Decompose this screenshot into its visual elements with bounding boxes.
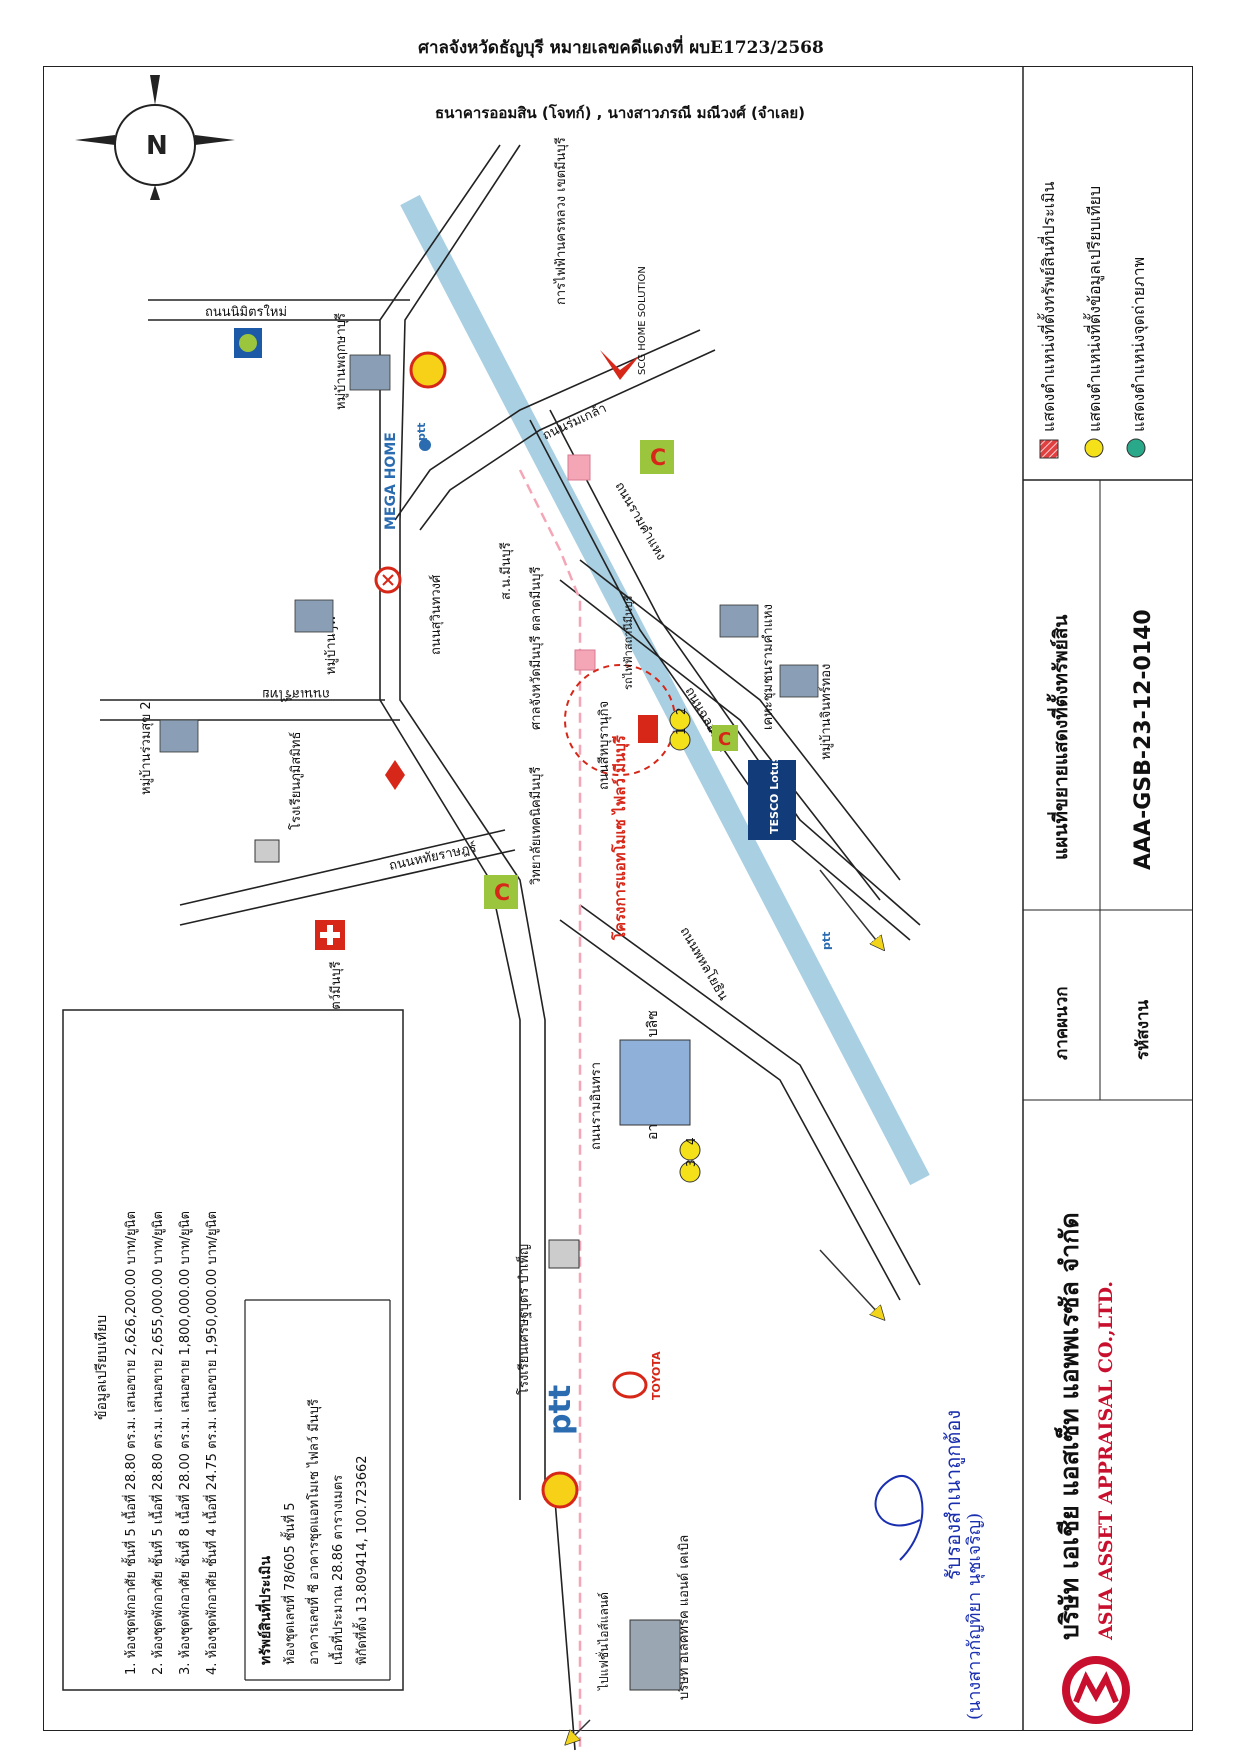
mitsubishi-logo-icon	[385, 760, 405, 790]
signer-name: (นางสาวกัญทิยา นุชเจริญ)	[964, 1513, 985, 1720]
school-icon	[254, 839, 580, 1269]
parties-line: ธนาคารออมสิน (โจทก์) , นางสาวภรณี มณีวงศ…	[435, 103, 805, 122]
label-school-phumi: โรงเรียนภูมิสมิทธ์	[288, 732, 304, 830]
info-box: ข้อมูลเปรียบเทียบ 1. ห้องชุดพักอาศัย ชั้…	[62, 1009, 404, 1691]
station-marker-2	[574, 649, 596, 671]
subject-marker-icon	[638, 715, 658, 743]
certified-text: รับรองสำเนาถูกต้อง	[941, 1410, 966, 1580]
subject-line-3: เนื้อที่ประมาณ 28.86 ตารางเมตร	[328, 1475, 346, 1665]
brand-mega-text: MEGA HOME	[383, 432, 399, 530]
comp-number-markers: 3 4	[679, 1137, 701, 1183]
label-village-suwan: หมู่บ้านจินทร์ทอง	[818, 664, 834, 760]
train-pink-line	[518, 469, 582, 1750]
label-village-chuan: เคหะชุมชนรามคำแหง	[761, 604, 776, 730]
building-icon	[619, 1039, 691, 1691]
road-label-ramintra: ถนนรามอินทรา	[589, 1062, 604, 1150]
svg-text:C: C	[718, 729, 731, 750]
road-label-purple: ถนนพหลโยธิน	[677, 924, 732, 1003]
label-project-name: โครงการแอทโมเซ ไฟลว์ มีนบุรี	[610, 734, 630, 941]
mega-home-icon: MEGA HOME	[383, 432, 399, 530]
label-village-pruksa: หมู่บ้านพฤกษาบุรี	[333, 313, 349, 410]
svg-text:4: 4	[684, 1137, 698, 1145]
code-label: รหัสงาน	[1133, 999, 1153, 1060]
svg-text:2: 2	[674, 707, 688, 715]
label-school-setthabut: โรงเรียนเศรษฐบุตร บำเพ็ญ	[514, 1244, 532, 1395]
company-logo-icon	[1062, 1656, 1130, 1724]
map-frame	[43, 66, 1193, 1731]
legend-comparison-label: แสดงตำแหน่งที่ตั้งข้อมูลเปรียบเทียบ	[1083, 186, 1105, 432]
company-name-en: ASIA ASSET APPRAISAL CO.,LTD.	[1095, 1281, 1117, 1641]
shell-logo-icon-2	[541, 1471, 579, 1509]
road-label-si-burapha: ถนนสีหบุรานุกิจ	[596, 701, 612, 790]
comparison-title: ข้อมูลเปรียบเทียบ	[94, 1315, 110, 1420]
brand-toyota-text: TOYOTA	[650, 1351, 663, 1400]
label-village-ruam-suk: หมู่บ้านร่วมสุข 2	[139, 701, 154, 795]
label-police: ส.น.มีนบุรี	[498, 542, 514, 600]
map-title: แผนที่ขยายแสดงที่ตั้งทรัพย์สิน	[1046, 615, 1072, 860]
bigc-logo-icon: C	[640, 440, 674, 474]
tesco-lotus-icon: TESCO Lotus	[748, 755, 796, 840]
road-label-romklao: ถนนร่มเกล้า	[540, 401, 609, 444]
label-train-pink: รถไฟฟ้าสถานีมีนบุรี	[622, 595, 635, 690]
road-label-seri-thai: ถนนเสรีไทย	[262, 686, 330, 702]
compass-letter: N	[146, 131, 168, 161]
signature-mark	[874, 1475, 924, 1561]
legend-item-camera: แสดงตำแหน่งจุดถ่ายภาพ	[1126, 257, 1149, 458]
road-label-ramkhamhaeng: ถนนรามคำแหง	[612, 480, 669, 564]
subject-line-2: อาคารเลขที่ ซี อาคารชุดแอทโมเซ ไฟลว์ มีน…	[305, 1399, 322, 1665]
label-to-fashion: ไปแฟชั่นไอส์แลนด์	[595, 1592, 611, 1691]
comparison-row-2: 2. ห้องชุดพักอาศัย ชั้นที่ 5 เนื้อที่ 28…	[148, 1211, 166, 1675]
camera-marker-icon	[1126, 438, 1146, 458]
compass-icon: N	[75, 75, 235, 200]
caltex-logo-icon	[374, 566, 402, 594]
house-icon	[159, 354, 819, 753]
brand-ptt-text: ptt	[543, 1385, 578, 1435]
svg-text:ptt: ptt	[820, 932, 833, 950]
road-label-suwinthawong: ถนนสุวินทวงศ์	[428, 574, 444, 655]
direction-arrows	[570, 869, 880, 1740]
label-college: วิทยาลัยเทคนิคมีนบุรี	[528, 767, 544, 886]
subject-line-1: ห้องชุดเลขที่ 78/605 ชั้นที่ 5	[280, 1502, 298, 1665]
svg-text:C: C	[494, 881, 510, 906]
station-marker	[567, 454, 591, 481]
shell-logo-icon	[409, 351, 447, 389]
legend-item-comparison: แสดงตำแหน่งที่ตั้งข้อมูลเปรียบเทียบ	[1083, 186, 1105, 458]
svg-text:ptt: ptt	[415, 423, 428, 441]
label-egat: การไฟฟ้านครหลวง เขตมีนบุรี	[553, 137, 569, 305]
scg-logo-icon: SCG HOME SOLUTION	[600, 266, 648, 380]
region-label: ภาคผนวก	[1052, 986, 1072, 1060]
subject-title: ทรัพย์สินที่ประเมิน	[255, 1556, 274, 1665]
ptt-logo-icon: ptt	[415, 423, 431, 451]
subject-line-4: พิกัดที่ตั้ง 13.809414, 100.723662	[352, 1455, 370, 1665]
brand-tesco-text: TESCO Lotus	[768, 755, 781, 834]
label-court: ศาลจังหวัดมีนบุรี ตลาดมีนบุรี	[528, 567, 544, 730]
bigc-logo-icon-2: C	[484, 875, 518, 909]
svg-text:3: 3	[684, 1159, 698, 1167]
bank-logo-icon	[234, 328, 262, 358]
svg-text:C: C	[650, 446, 666, 471]
subject-number-markers: 1 2	[669, 707, 691, 751]
comparison-row-3: 3. ห้องชุดพักอาศัย ชั้นที่ 8 เนื้อที่ 28…	[175, 1211, 193, 1675]
toyota-logo-icon: TOYOTA	[612, 1351, 663, 1400]
court-case-header: ศาลจังหวัดธัญบุรี หมายเลขคดีแดงที่ ผบE17…	[418, 38, 824, 58]
legend-item-subject: แสดงตำแหน่งที่ตั้งทรัพย์สินที่ประเมิน	[1037, 181, 1059, 459]
legend-camera-label: แสดงตำแหน่งจุดถ่ายภาพ	[1129, 257, 1149, 432]
roads	[100, 144, 921, 1751]
road-label-nimit-mai: ถนนนิมิตรใหม่	[205, 304, 287, 320]
brand-scg-text: SCG HOME SOLUTION	[637, 266, 648, 375]
legend-subject-label: แสดงตำแหน่งที่ตั้งทรัพย์สินที่ประเมิน	[1037, 181, 1058, 432]
svg-text:1: 1	[674, 727, 688, 735]
ptt-logo-icon-2: ptt	[543, 1385, 578, 1435]
hospital-cross-icon	[315, 920, 345, 950]
job-code: AAA-GSB-23-12-0140	[1131, 609, 1156, 870]
ptt-logo-icon-3: ptt	[820, 932, 833, 950]
company-name-th: บริษัท เอเชีย แอสเซ็ท แอพพเรซัล จำกัด	[1054, 1212, 1084, 1640]
comparison-row-4: 4. ห้องชุดพักอาศัย ชั้นที่ 4 เนื้อที่ 24…	[202, 1211, 220, 1675]
comparison-row-1: 1. ห้องชุดพักอาศัย ชั้นที่ 5 เนื้อที่ 28…	[121, 1211, 139, 1675]
bigc-logo-icon-3: C	[712, 725, 738, 751]
